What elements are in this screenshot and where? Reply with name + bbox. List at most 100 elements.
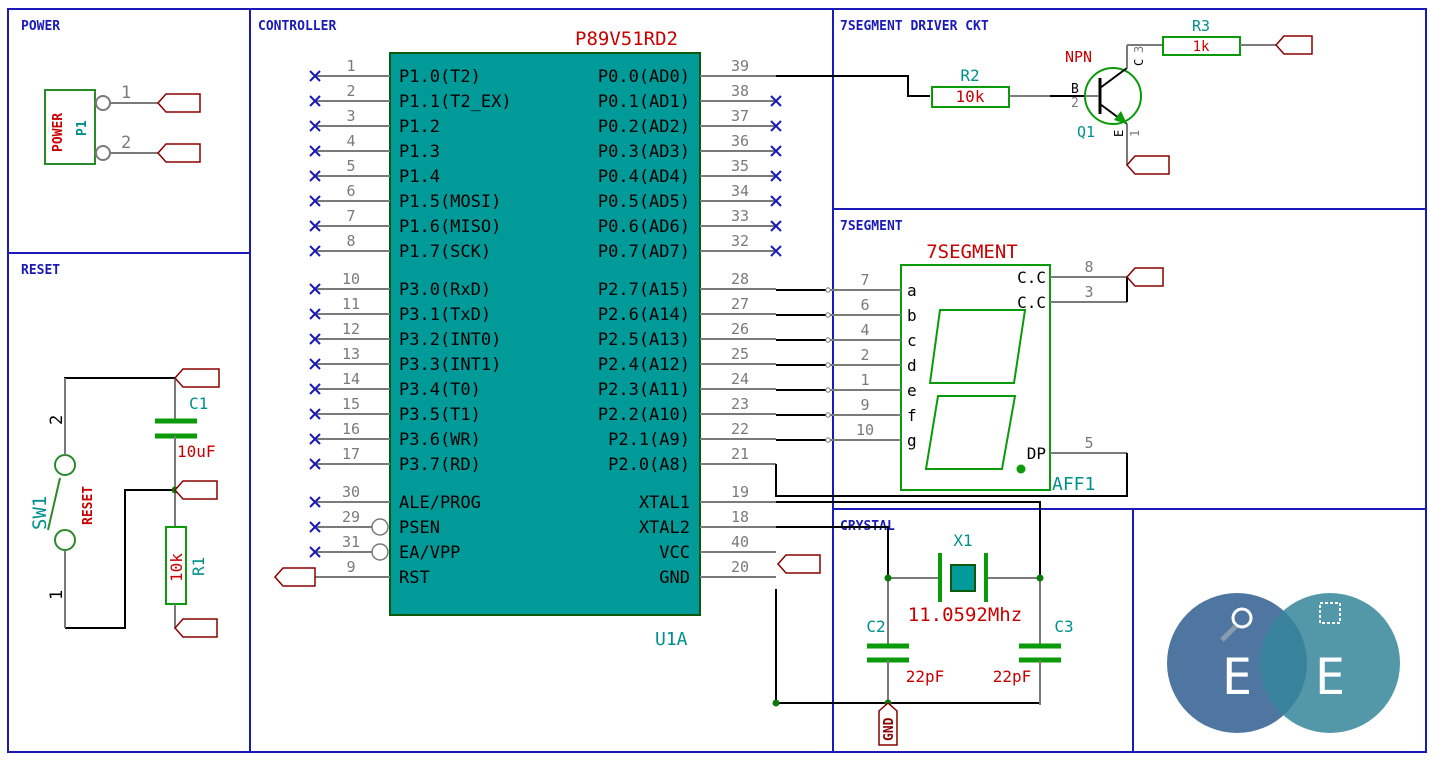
mcu-pin-number: 34	[731, 182, 749, 200]
seg-pin-number: 6	[860, 296, 869, 314]
reset-label-5v	[173, 368, 220, 388]
nc-stroke	[309, 245, 321, 257]
mcu-pin-name: P1.5(MOSI)	[399, 192, 501, 212]
q1-pin-b-num: 2	[1071, 96, 1079, 111]
nc-stroke	[309, 70, 321, 82]
mcu-pin-name: RST	[399, 568, 430, 588]
nc-stroke	[309, 458, 321, 470]
c3-value: 22pF	[993, 667, 1032, 686]
mcu-pin-number: 4	[346, 132, 355, 150]
logo-circle-right	[1260, 593, 1400, 733]
mcu-pin-name: P1.6(MISO)	[399, 217, 501, 237]
q1-pin-c-num: 3	[1132, 46, 1146, 53]
no-connect-marker	[309, 283, 321, 295]
seg-pin-name: f	[907, 406, 917, 425]
c1-value: 10uF	[177, 442, 216, 461]
c1-ref: C1	[189, 394, 208, 413]
seg-pin-number: 9	[860, 396, 869, 414]
power-pin-circle	[95, 95, 111, 111]
mcu-pin-number: 6	[346, 182, 355, 200]
seven-seg-lower-digit	[924, 395, 1017, 470]
nc-stroke	[309, 433, 321, 445]
mcu-pin-name: P0.0(AD0)	[598, 67, 690, 87]
mcu-pin-name: ALE/PROG	[399, 493, 481, 513]
mcu-pin-name: EA/VPP	[399, 543, 460, 563]
nc-stroke	[309, 546, 321, 558]
xtal1-wire	[776, 501, 1041, 578]
mcu-pin-number: 3	[346, 107, 355, 125]
x1-value: 11.0592Mhz	[908, 604, 1022, 626]
driver-label-cc	[1274, 35, 1313, 55]
power-pin-number: 2	[121, 133, 131, 153]
section-title-reset: RESET	[21, 263, 60, 278]
power-connector-ref: P1	[75, 120, 90, 136]
section-title-power: POWER	[21, 19, 60, 34]
seg-pin-number: 10	[856, 421, 874, 439]
power-label-gnd	[156, 143, 201, 163]
nc-stroke	[309, 408, 321, 420]
q1-value: NPN	[1065, 48, 1092, 66]
mcu-pin-number: 16	[342, 420, 360, 438]
seven-seg-ref: AFF1	[1052, 474, 1095, 495]
q1-collector-leg	[1099, 67, 1128, 89]
section-title-driver: 7SEGMENT DRIVER CKT	[840, 19, 989, 34]
seven-seg-dp-dot	[1016, 464, 1026, 474]
mcu-pin-number: 26	[731, 320, 749, 338]
pin-end	[825, 437, 831, 443]
segment-label-cc	[1125, 267, 1164, 287]
mcu-pin-number: 28	[731, 270, 749, 288]
mcu-pin-name: GND	[659, 568, 690, 588]
reset-wire-top	[64, 377, 175, 403]
mcu-pin-name: P3.0(RxD)	[399, 280, 491, 300]
nc-stroke	[309, 358, 321, 370]
mcu-pin-name: P3.2(INT0)	[399, 330, 501, 350]
nc-stroke	[309, 170, 321, 182]
dp-wire	[775, 453, 1128, 497]
seven-seg-upper-digit	[928, 309, 1027, 384]
q1-emitter-arrow	[1114, 111, 1127, 124]
switch-pin-number: 1	[47, 590, 67, 600]
pin-end	[825, 287, 831, 293]
no-connect-marker	[309, 308, 321, 320]
power-connector-body	[44, 89, 96, 165]
seg-pin-name: d	[907, 356, 917, 375]
mcu-pin-name: P1.4	[399, 167, 440, 187]
mcu-pin-number: 38	[731, 82, 749, 100]
cc-pin-name: C.C	[1017, 268, 1046, 287]
crystal-label-gnd	[878, 701, 898, 746]
nc-stroke	[309, 283, 321, 295]
mcu-pin-name: P3.7(RD)	[399, 455, 481, 475]
mcu-pin-number: 39	[731, 57, 749, 75]
section-title-controller: CONTROLLER	[258, 19, 336, 34]
mcu-pin-name: P2.0(A8)	[608, 455, 690, 475]
mcu-pin-number: 23	[731, 395, 749, 413]
mcu-pin-number: 20	[731, 558, 749, 576]
seven-seg-body	[900, 264, 1051, 491]
nc-stroke	[309, 521, 321, 533]
crystal-junction	[1036, 574, 1044, 582]
nc-stroke	[309, 220, 321, 232]
no-connect-marker	[309, 70, 321, 82]
no-connect-marker	[309, 195, 321, 207]
driver-label-gnd	[1125, 155, 1170, 175]
c2-ref: C2	[866, 617, 885, 636]
mcu-pin-number: 37	[731, 107, 749, 125]
logo-magnifier-icon	[1231, 607, 1253, 629]
nc-stroke	[309, 383, 321, 395]
seg-pin-number: 7	[860, 271, 869, 289]
mcu-pin-name: P3.3(INT1)	[399, 355, 501, 375]
xtal2-wire	[776, 526, 889, 578]
mcu-part-number: P89V51RD2	[575, 28, 678, 50]
mcu-pin-number: 1	[346, 57, 355, 75]
mcu-pin-name: XTAL1	[639, 493, 690, 513]
mcu-pin-number: 5	[346, 157, 355, 175]
no-connect-marker	[309, 496, 321, 508]
mcu-pin-name: P0.7(AD7)	[598, 242, 690, 262]
r3-value: 1k	[1193, 39, 1210, 55]
no-connect-marker	[309, 170, 321, 182]
seg-pin-name: a	[907, 281, 917, 300]
pin-end	[825, 337, 831, 343]
mcu-pin-name: VCC	[659, 543, 690, 563]
reset-label-rst	[173, 480, 218, 500]
